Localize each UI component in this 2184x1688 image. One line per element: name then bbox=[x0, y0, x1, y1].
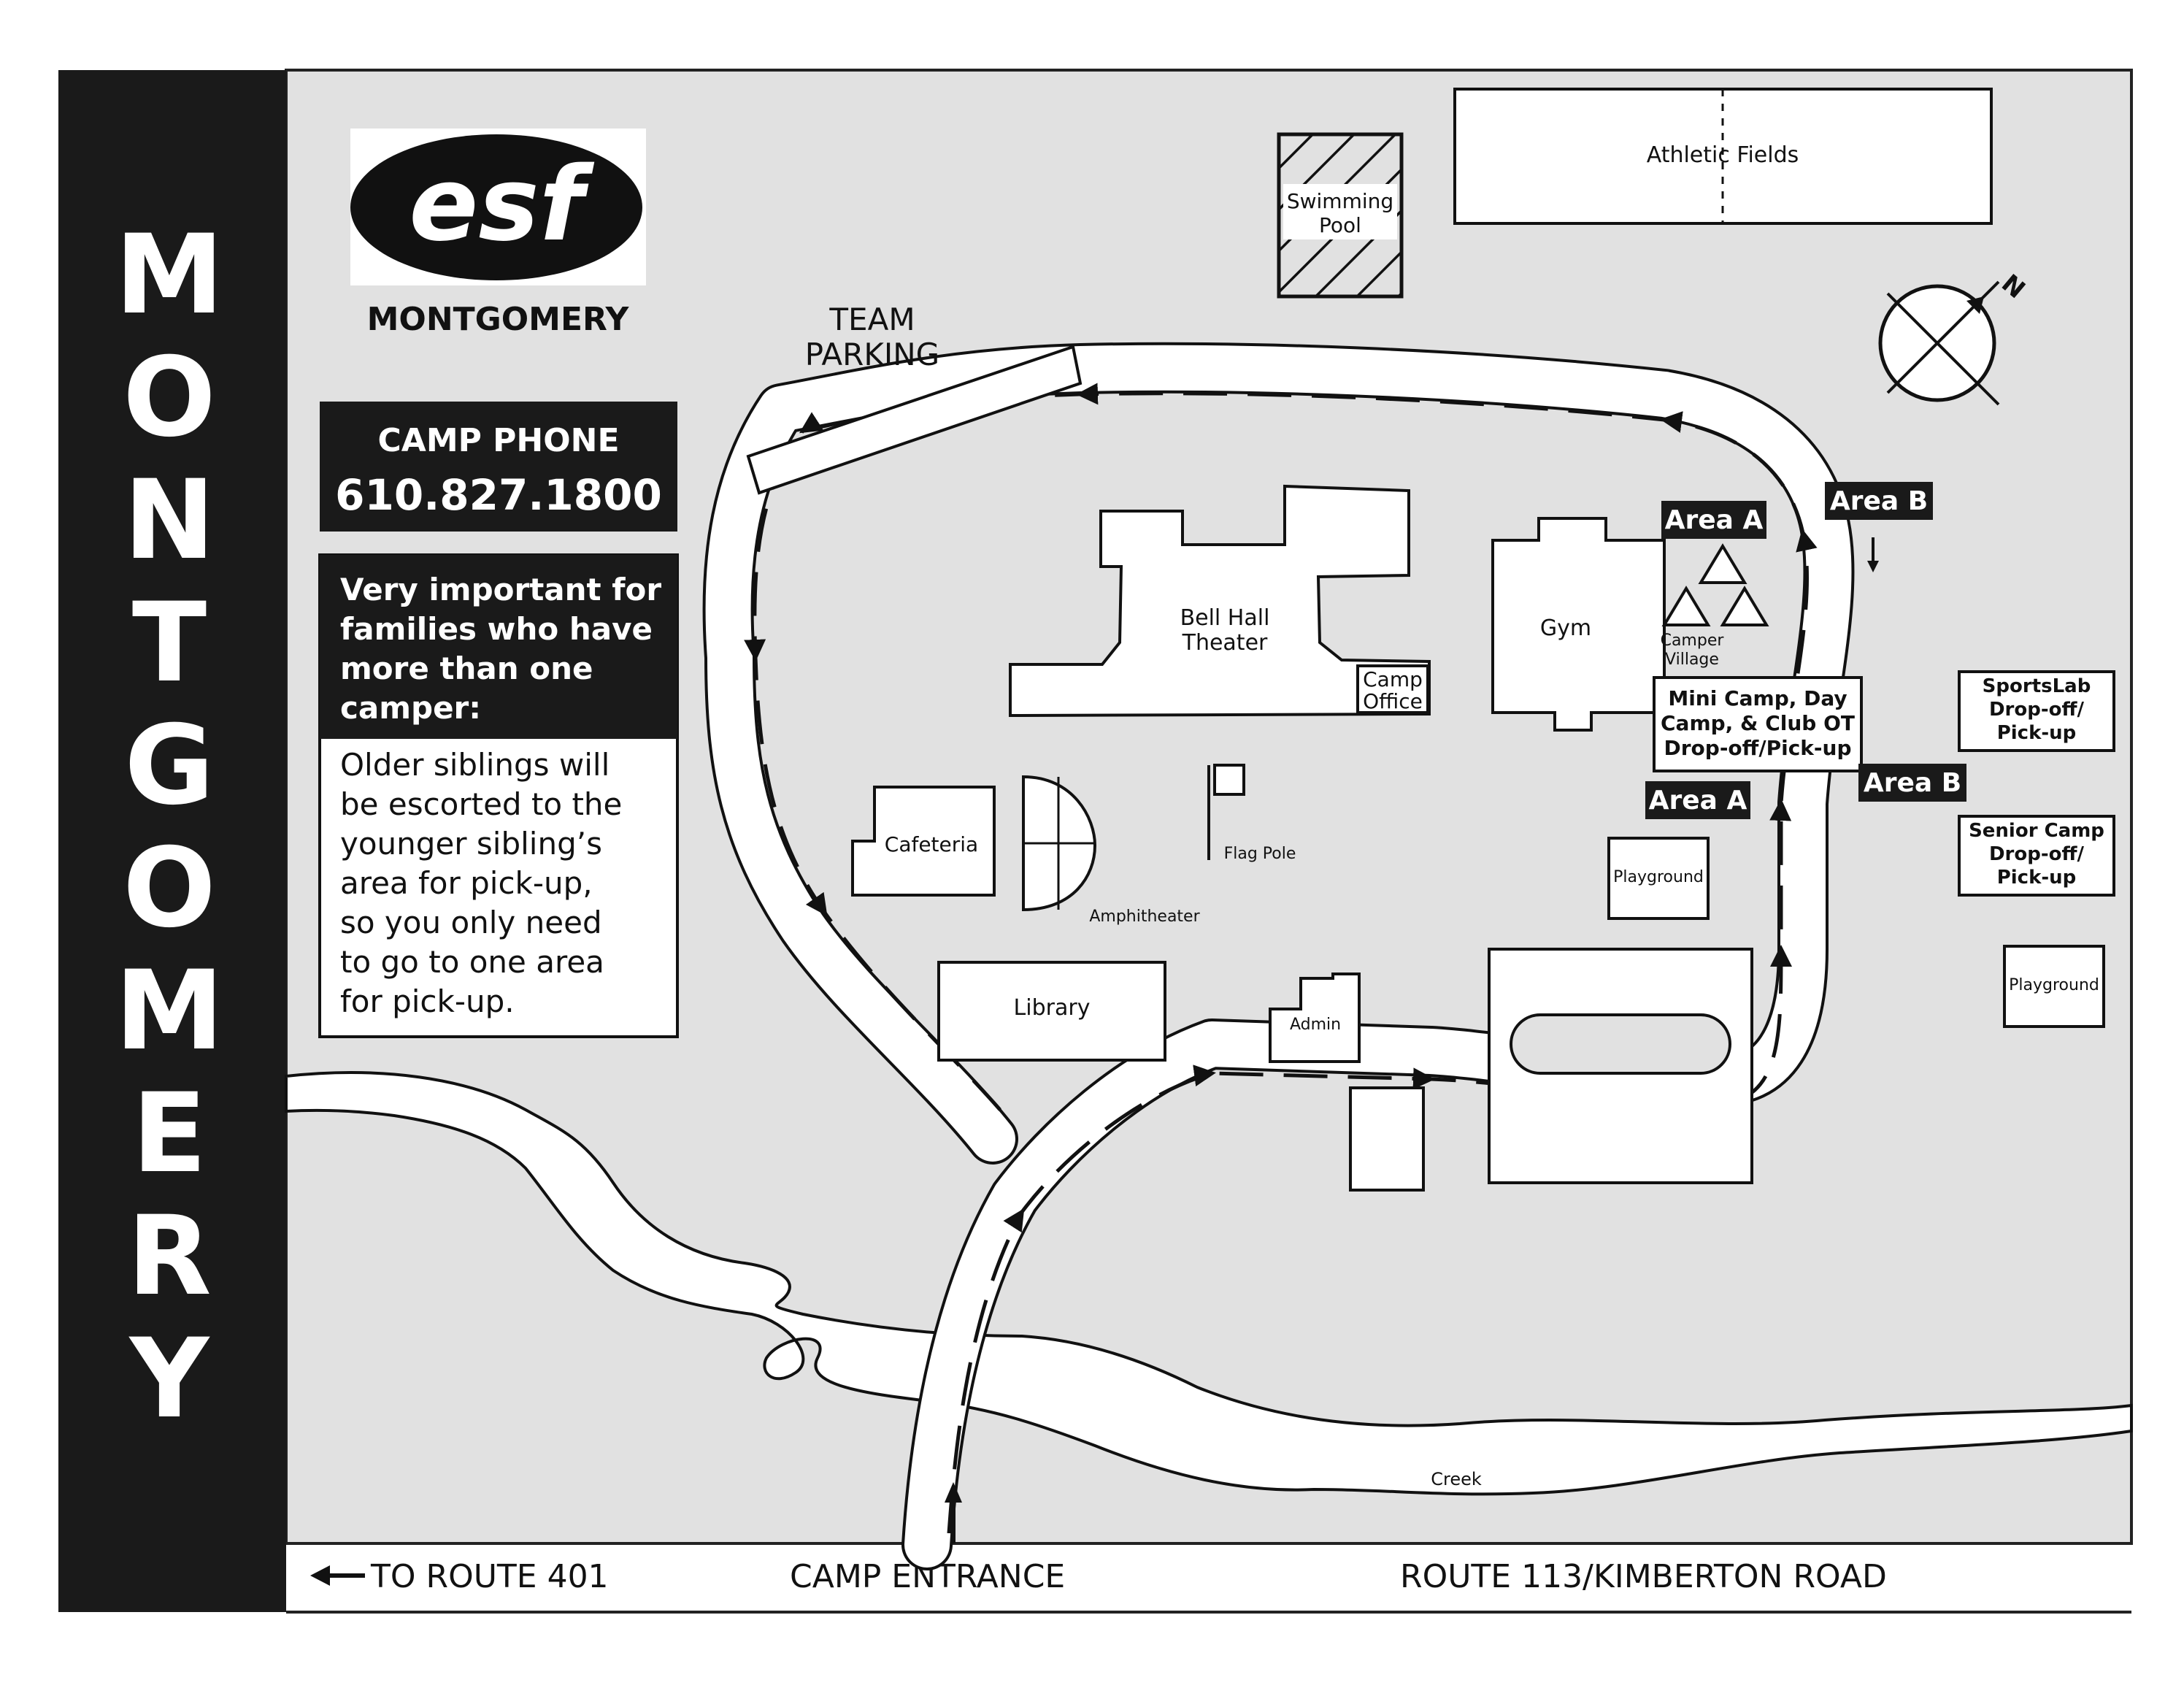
sportslab-line: Drop-off/ bbox=[1989, 699, 2085, 721]
left-arrow-icon bbox=[310, 1565, 365, 1586]
sidebar-letter: T bbox=[132, 580, 207, 707]
sportslab-dropoff-box: SportsLab Drop-off/ Pick-up bbox=[1958, 670, 2115, 752]
logo-subtitle: MONTGOMERY bbox=[367, 301, 630, 338]
sidebar-letter: G bbox=[124, 702, 214, 829]
up-arrow-icon bbox=[945, 1482, 962, 1543]
admin-label: Admin bbox=[1290, 1016, 1341, 1034]
notice-body-line: be escorted to the bbox=[340, 786, 622, 822]
team-parking-label: TEAM bbox=[828, 302, 915, 337]
amphitheater-label: Amphitheater bbox=[1089, 908, 1200, 926]
main-dropoff-box: Mini Camp, Day Camp, & Club OT Drop-off/… bbox=[1653, 676, 1863, 772]
camp-phone-number: 610.827.1800 bbox=[335, 470, 662, 520]
sidebar-letter: O bbox=[123, 825, 216, 952]
creek: Creek bbox=[285, 1071, 2133, 1496]
cafeteria-label: Cafeteria bbox=[885, 832, 978, 856]
notice-body-line: younger sibling’s bbox=[340, 826, 602, 862]
esf-logo: esf MONTGOMERY bbox=[350, 128, 646, 338]
camper-village-label: Village bbox=[1665, 651, 1719, 669]
notice-body-line: for pick-up. bbox=[340, 983, 515, 1019]
swimming-pool-label: Pool bbox=[1319, 213, 1361, 237]
playground-outer-label: Playground bbox=[2009, 976, 2099, 994]
amphitheater: Amphitheater bbox=[1022, 775, 1201, 926]
notice-heading-line: Very important for bbox=[340, 572, 661, 607]
sidebar-letter: R bbox=[127, 1193, 212, 1320]
athletic-fields-label: Athletic Fields bbox=[1647, 142, 1799, 168]
bell-hall-label: Bell Hall bbox=[1180, 605, 1270, 631]
notice-body-line: area for pick-up, bbox=[340, 865, 593, 901]
notice-heading-line: camper: bbox=[340, 690, 481, 726]
team-parking: TEAM PARKING bbox=[746, 302, 1083, 495]
camp-office-label: Camp bbox=[1363, 667, 1423, 691]
sportslab-line: SportsLab bbox=[1983, 675, 2091, 697]
sportslab-line: Pick-up bbox=[1997, 722, 2077, 744]
main-dropoff-line: Camp, & Club OT bbox=[1661, 711, 1855, 735]
area-a-badge-top: Area A bbox=[1661, 501, 1766, 539]
camp-office-label: Office bbox=[1363, 689, 1423, 713]
main-parking bbox=[1349, 948, 1753, 1192]
area-a-text: Area A bbox=[1665, 505, 1764, 535]
sidebar-letter: Y bbox=[128, 1316, 211, 1443]
bottom-road: TO ROUTE 401 CAMP ENTRANCE ROUTE 113/KIM… bbox=[286, 1542, 2131, 1614]
athletic-fields: Athletic Fields bbox=[1453, 88, 1993, 225]
sidebar-letter: N bbox=[123, 457, 215, 584]
notice-box: Very important for families who have mor… bbox=[318, 553, 679, 1038]
camper-village: Camper Village bbox=[1661, 543, 1769, 669]
admin: Admin bbox=[1269, 972, 1361, 1063]
creek-label: Creek bbox=[1431, 1469, 1482, 1489]
to-route-401-label: TO ROUTE 401 bbox=[370, 1558, 609, 1595]
cafeteria: Cafeteria bbox=[851, 786, 996, 897]
notice-body-line: to go to one area bbox=[340, 944, 604, 980]
flag-pole-label: Flag Pole bbox=[1224, 845, 1296, 863]
gym-label: Gym bbox=[1540, 615, 1591, 641]
area-a-badge-bottom: Area A bbox=[1645, 781, 1750, 819]
library-label: Library bbox=[1014, 995, 1091, 1021]
flag-pole: Flag Pole bbox=[1207, 764, 1296, 863]
sidebar-letter: M bbox=[115, 948, 223, 1075]
area-b-text: Area B bbox=[1864, 768, 1961, 798]
area-b-badge-top: Area B bbox=[1825, 482, 1933, 520]
main-dropoff-line: Drop-off/Pick-up bbox=[1664, 736, 1851, 760]
bell-hall-label: Theater bbox=[1182, 630, 1268, 656]
area-b-badge-bottom: Area B bbox=[1858, 764, 1966, 802]
area-a-text: Area A bbox=[1649, 786, 1747, 816]
swimming-pool-label: Swimming bbox=[1287, 189, 1393, 213]
senior-line: Senior Camp bbox=[1969, 820, 2104, 842]
area-b-text: Area B bbox=[1830, 486, 1928, 516]
notice-heading-line: more than one bbox=[340, 651, 593, 686]
down-arrow-icon bbox=[1867, 537, 1879, 572]
outer-playground: Playground bbox=[2003, 945, 2105, 1028]
sidebar-letter: E bbox=[132, 1070, 207, 1197]
notice-body-line: Older siblings will bbox=[340, 747, 610, 783]
senior-dropoff-box: Senior Camp Drop-off/ Pick-up bbox=[1958, 815, 2115, 897]
camper-village-label: Camper bbox=[1661, 632, 1725, 650]
logo-text: esf bbox=[409, 145, 594, 264]
notice-heading-line: families who have bbox=[340, 611, 653, 647]
tent-icon bbox=[1661, 586, 1711, 626]
swimming-pool: Swimming Pool bbox=[1277, 132, 1404, 299]
camp-phone-box: CAMP PHONE 610.827.1800 bbox=[320, 402, 677, 532]
library: Library bbox=[937, 961, 1166, 1062]
camp-phone-label: CAMP PHONE bbox=[377, 422, 619, 459]
inner-playground: Playground bbox=[1607, 837, 1710, 920]
gym: Gym bbox=[1491, 517, 1666, 732]
road-network bbox=[702, 342, 1855, 1570]
main-dropoff-line: Mini Camp, Day bbox=[1668, 686, 1847, 710]
playground-inner-label: Playground bbox=[1613, 868, 1704, 886]
bell-hall-theater: Bell Hall Theater Camp Office bbox=[1009, 484, 1431, 718]
senior-line: Drop-off/ bbox=[1989, 843, 2085, 865]
sidebar: M O N T G O M E R Y bbox=[58, 70, 286, 1612]
route-113-label: ROUTE 113/KIMBERTON ROAD bbox=[1400, 1558, 1887, 1595]
team-parking-label: PARKING bbox=[805, 337, 939, 372]
notice-body-line: so you only need bbox=[340, 905, 602, 940]
sidebar-letter: M bbox=[115, 212, 223, 339]
senior-line: Pick-up bbox=[1997, 867, 2077, 889]
tent-icon bbox=[1698, 543, 1747, 584]
sidebar-letter: O bbox=[123, 334, 216, 461]
tent-icon bbox=[1720, 586, 1769, 626]
